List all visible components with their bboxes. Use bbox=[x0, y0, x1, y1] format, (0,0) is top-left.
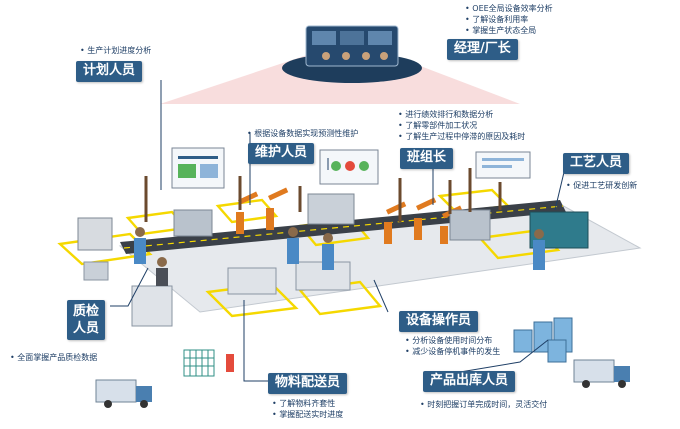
label-team-leader: 班组长 bbox=[400, 148, 454, 169]
label-qc-line1: 质检 bbox=[73, 304, 100, 319]
material-rack bbox=[183, 349, 215, 377]
workers bbox=[134, 227, 545, 286]
truck-left bbox=[95, 379, 152, 408]
note-item: 进行绩效排行和数据分析 bbox=[398, 109, 525, 120]
label-process: 工艺人员 bbox=[563, 153, 630, 174]
note-item: 了解物料齐套性 bbox=[272, 398, 343, 409]
note-item: 根据设备数据实现预测性维护 bbox=[247, 128, 358, 139]
note-item: 了解生产过程中停滞的原因及耗时 bbox=[398, 131, 525, 142]
label-warehouse: 产品出库人员 bbox=[423, 371, 516, 392]
note-item: OEE全局设备效率分析 bbox=[465, 3, 552, 14]
label-planner: 计划人员 bbox=[76, 61, 143, 82]
label-qc-line2: 人员 bbox=[73, 321, 100, 336]
notes-planner: 生产计划进度分析 bbox=[80, 45, 151, 56]
notes-manager: OEE全局设备效率分析 了解设备利用率 掌握生产状态全局 bbox=[465, 3, 553, 36]
truck-right bbox=[573, 359, 630, 388]
notes-warehouse: 时刻把握订单完成时间，灵活交付 bbox=[420, 399, 547, 410]
note-item: 促进工艺研发创新 bbox=[566, 180, 637, 191]
label-manager: 经理/厂长 bbox=[447, 39, 518, 60]
notes-logistics: 了解物料齐套性 掌握配送实时进度 bbox=[272, 398, 343, 420]
note-item: 时刻把握订单完成时间，灵活交付 bbox=[420, 399, 547, 410]
label-operator: 设备操作员 bbox=[399, 311, 479, 332]
notes-operator: 分析设备使用时间分布 减少设备停机事件的发生 bbox=[405, 335, 500, 357]
notes-process: 促进工艺研发创新 bbox=[566, 180, 637, 191]
note-item: 掌握生产状态全局 bbox=[465, 25, 553, 36]
fire-extinguisher bbox=[226, 354, 234, 372]
overhead-frames bbox=[144, 168, 502, 222]
note-item: 分析设备使用时间分布 bbox=[405, 335, 500, 346]
note-item: 减少设备停机事件的发生 bbox=[405, 346, 500, 357]
note-item: 生产计划进度分析 bbox=[80, 45, 151, 56]
notes-maintenance: 根据设备数据实现预测性维护 bbox=[247, 128, 358, 139]
note-item: 全面掌握产品质检数据 bbox=[10, 352, 97, 363]
label-qc: 质检 人员 bbox=[67, 300, 106, 340]
note-item: 了解设备利用率 bbox=[465, 14, 553, 25]
note-item: 了解零部件加工状况 bbox=[398, 120, 525, 131]
notes-qc: 全面掌握产品质检数据 bbox=[10, 352, 97, 363]
dashboard-screens bbox=[171, 147, 531, 189]
label-maintenance: 维护人员 bbox=[248, 143, 315, 164]
label-logistics: 物料配送员 bbox=[268, 373, 348, 394]
notes-team-leader: 进行绩效排行和数据分析 了解零部件加工状况 了解生产过程中停滞的原因及耗时 bbox=[398, 109, 525, 142]
warehouse-buildings bbox=[513, 317, 573, 363]
note-item: 掌握配送实时进度 bbox=[272, 409, 343, 420]
